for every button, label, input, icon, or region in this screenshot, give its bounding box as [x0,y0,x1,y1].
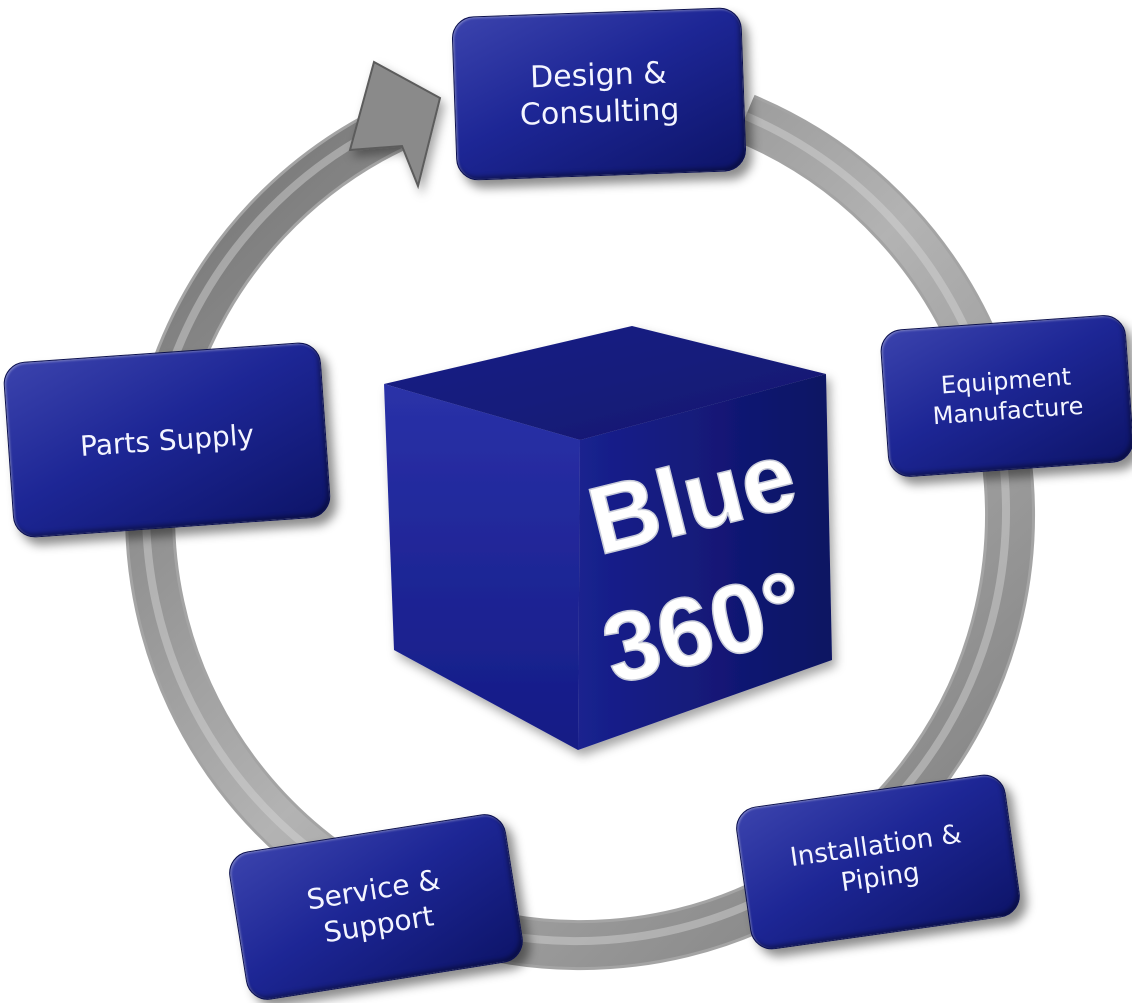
step-parts-supply[interactable]: Parts Supply [2,341,332,539]
cycle-arrowhead-icon [348,60,442,190]
step-design-consulting[interactable]: Design & Consulting [451,6,747,182]
cube-front-face [384,384,580,750]
step-label-line1: Parts Supply [78,417,256,463]
step-label-line1: Design & [529,55,668,95]
center-cube: Blue 360° [384,326,832,750]
step-equipment-manufacture[interactable]: Equipment Manufacture [879,313,1132,479]
cube-top-face [384,326,826,440]
step-label-line2: Consulting [519,92,680,133]
cube-side-face [578,374,832,750]
